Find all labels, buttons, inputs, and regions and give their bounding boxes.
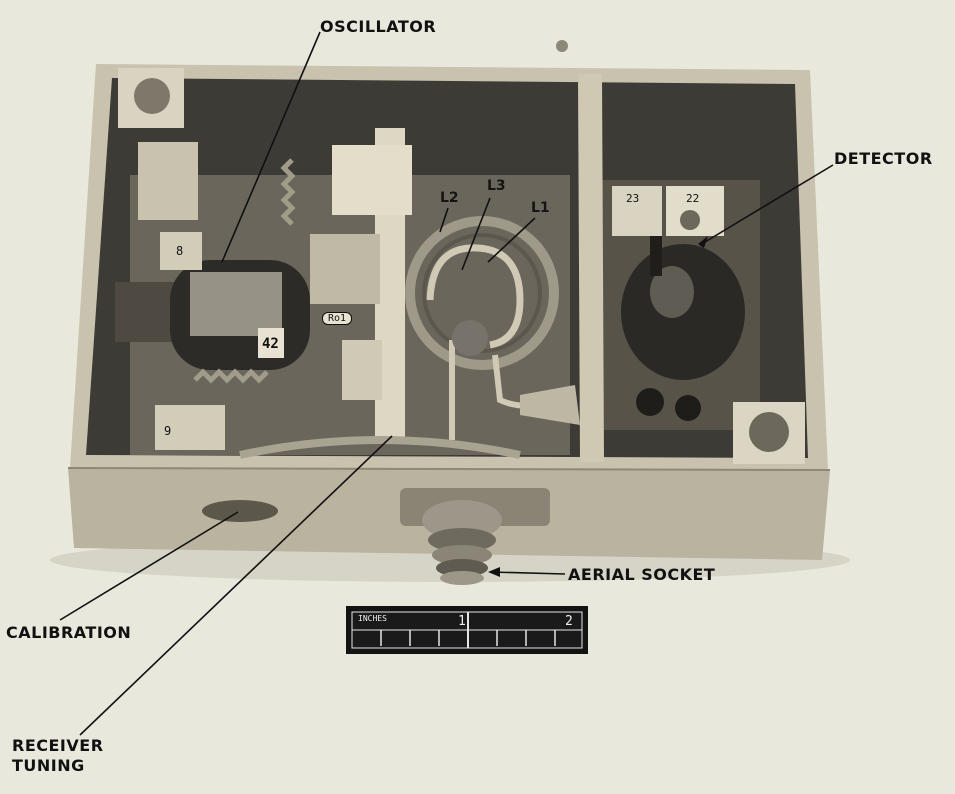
aerial-socket-label: AERIAL SOCKET [568,565,716,584]
divider-wall [578,74,604,462]
tuning-block [342,340,382,400]
calibration-label: CALIBRATION [6,623,132,642]
coil-spring [193,158,296,384]
terminal-9-tag: 9 [164,424,172,438]
terminal-8-tag: 8 [176,244,184,258]
l3-leader [461,197,491,271]
tube-number-tag: 42 [262,336,279,352]
scale-mark-2: 2 [565,614,573,629]
arrow-icon [698,236,708,248]
terminal-block-left [138,142,198,220]
tuning-bracket [332,145,412,215]
oscillator-leader [221,31,321,263]
coil-l2-label: L2 [440,190,459,206]
condenser-plate [310,234,380,304]
detector-label: DETECTOR [834,149,933,168]
terminal-block-23 [612,186,662,236]
coil-l3-label: L3 [487,178,506,194]
receiver-tuning-leader [79,435,393,736]
terminal-block-8 [160,232,202,270]
terminal-23-tag: 23 [626,192,640,205]
lid-screw-icon [556,40,568,52]
tuning-dial [239,436,521,459]
terminal-block-9 [155,405,225,450]
inch-scale [346,606,588,654]
terminal-screw-icon [680,210,700,230]
terminal-22-tag: 22 [686,192,700,205]
terminal-screw-icon [134,78,170,114]
detector-leader [699,164,834,246]
l1-leader [487,217,536,263]
leader-lines [59,31,834,736]
capacitor [675,395,701,421]
box-edge [67,467,831,471]
l2-leader [439,207,449,233]
receiver-tuning-label-line2: TUNING [12,756,85,775]
scale-mark-1: 1 [458,614,466,629]
coil-l1-label: L1 [531,200,550,216]
terminal-screw-icon [749,412,789,452]
horn-coupler [520,385,580,425]
arrow-icon [488,567,500,577]
calibration-hole [202,500,278,522]
aerial-socket-leader [489,571,566,575]
calibration-leader [59,511,239,621]
receiver-tuning-label-line1: RECEIVER [12,736,104,755]
aerial-socket [400,488,550,585]
scale-unit-label: INCHES [358,614,387,623]
capacitor [636,388,664,416]
detector-tube [621,236,745,380]
oscillator-tube [115,260,310,370]
oscillator-label: OSCILLATOR [320,17,437,36]
ro1-tag: Ro1 [322,312,353,325]
